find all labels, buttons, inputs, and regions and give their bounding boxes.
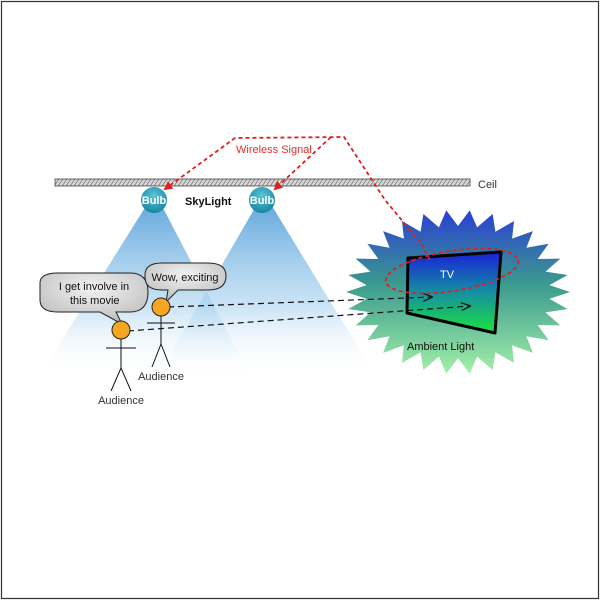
ceiling-bar [54,178,471,187]
wireless-signal-label: Wireless Signal [236,144,312,156]
right-light-beam [158,206,375,375]
bulb-right-circle [249,187,275,213]
speech-left-line1: I get involve in [59,281,129,293]
tv-screen [405,250,503,335]
bulb-left-circle [141,187,167,213]
audience-right-figure [147,297,175,368]
ceil-label: Ceil [478,179,497,191]
sight-line-right-audience [167,297,432,308]
audience-left-label: Audience [98,395,144,407]
speech-right-text: Wow, exciting [151,272,218,284]
sight-line-left-audience [127,306,470,332]
audience-right-head [151,297,171,317]
audience-left-leg-r [120,367,132,392]
skylight-label: SkyLight [185,196,232,208]
bulb-left-label: Bulb [142,195,167,207]
ambient-light-label: Ambient Light [407,341,474,353]
tv-signal-receiver-ring [384,247,520,295]
audience-left-head [111,320,131,340]
speech-bubble-left: I get involve in this movie [39,272,149,326]
audience-right-leg-l [151,343,162,368]
audience-left-leg-l [110,367,122,392]
tv-label: TV [440,269,455,281]
speech-left-line2: this movie [70,295,120,307]
wireless-signal-path-right [273,136,332,191]
audience-left-figure [106,320,136,392]
speech-bubble-right: Wow, exciting [144,262,227,304]
bulb-right-label: Bulb [250,195,275,207]
wireless-signal-path-left [163,136,431,261]
audience-right-leg-r [160,343,171,368]
bulb-left: Bulb [141,187,167,213]
audience-right-label: Audience [138,371,184,383]
bulb-right: Bulb [249,187,275,213]
